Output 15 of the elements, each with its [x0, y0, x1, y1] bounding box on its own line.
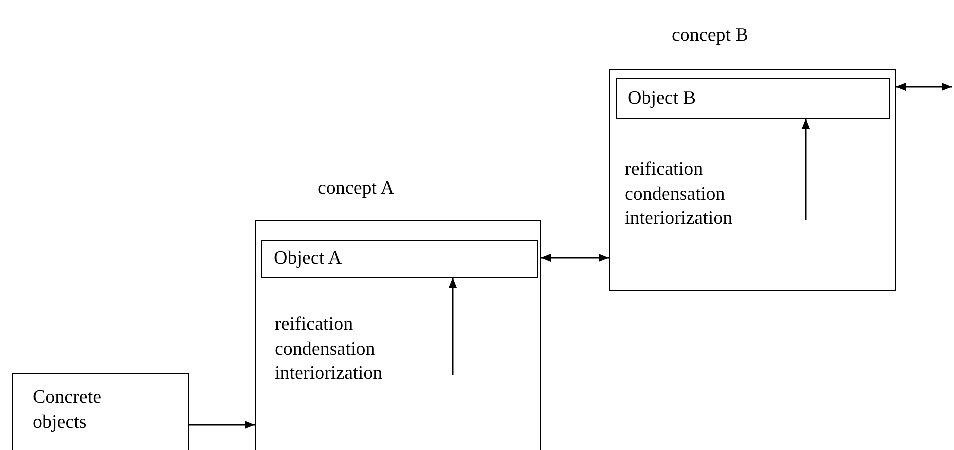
- process-list: reification condensation interiorization: [275, 313, 455, 386]
- concept-box: [12, 373, 189, 450]
- concept-heading: concept B: [672, 24, 749, 48]
- node-label: Concrete objects: [33, 386, 103, 434]
- arrow: [449, 278, 457, 375]
- process-list: reification condensation interiorization: [625, 158, 805, 232]
- concept-heading: concept A: [318, 177, 395, 201]
- arrow: [896, 83, 952, 91]
- arrow: [541, 254, 609, 262]
- node-label: Object A: [274, 247, 344, 271]
- arrow: [802, 119, 810, 220]
- object-box: [616, 78, 890, 119]
- node-label: Object B: [628, 87, 698, 111]
- arrow: [189, 421, 255, 429]
- object-box: [261, 240, 538, 278]
